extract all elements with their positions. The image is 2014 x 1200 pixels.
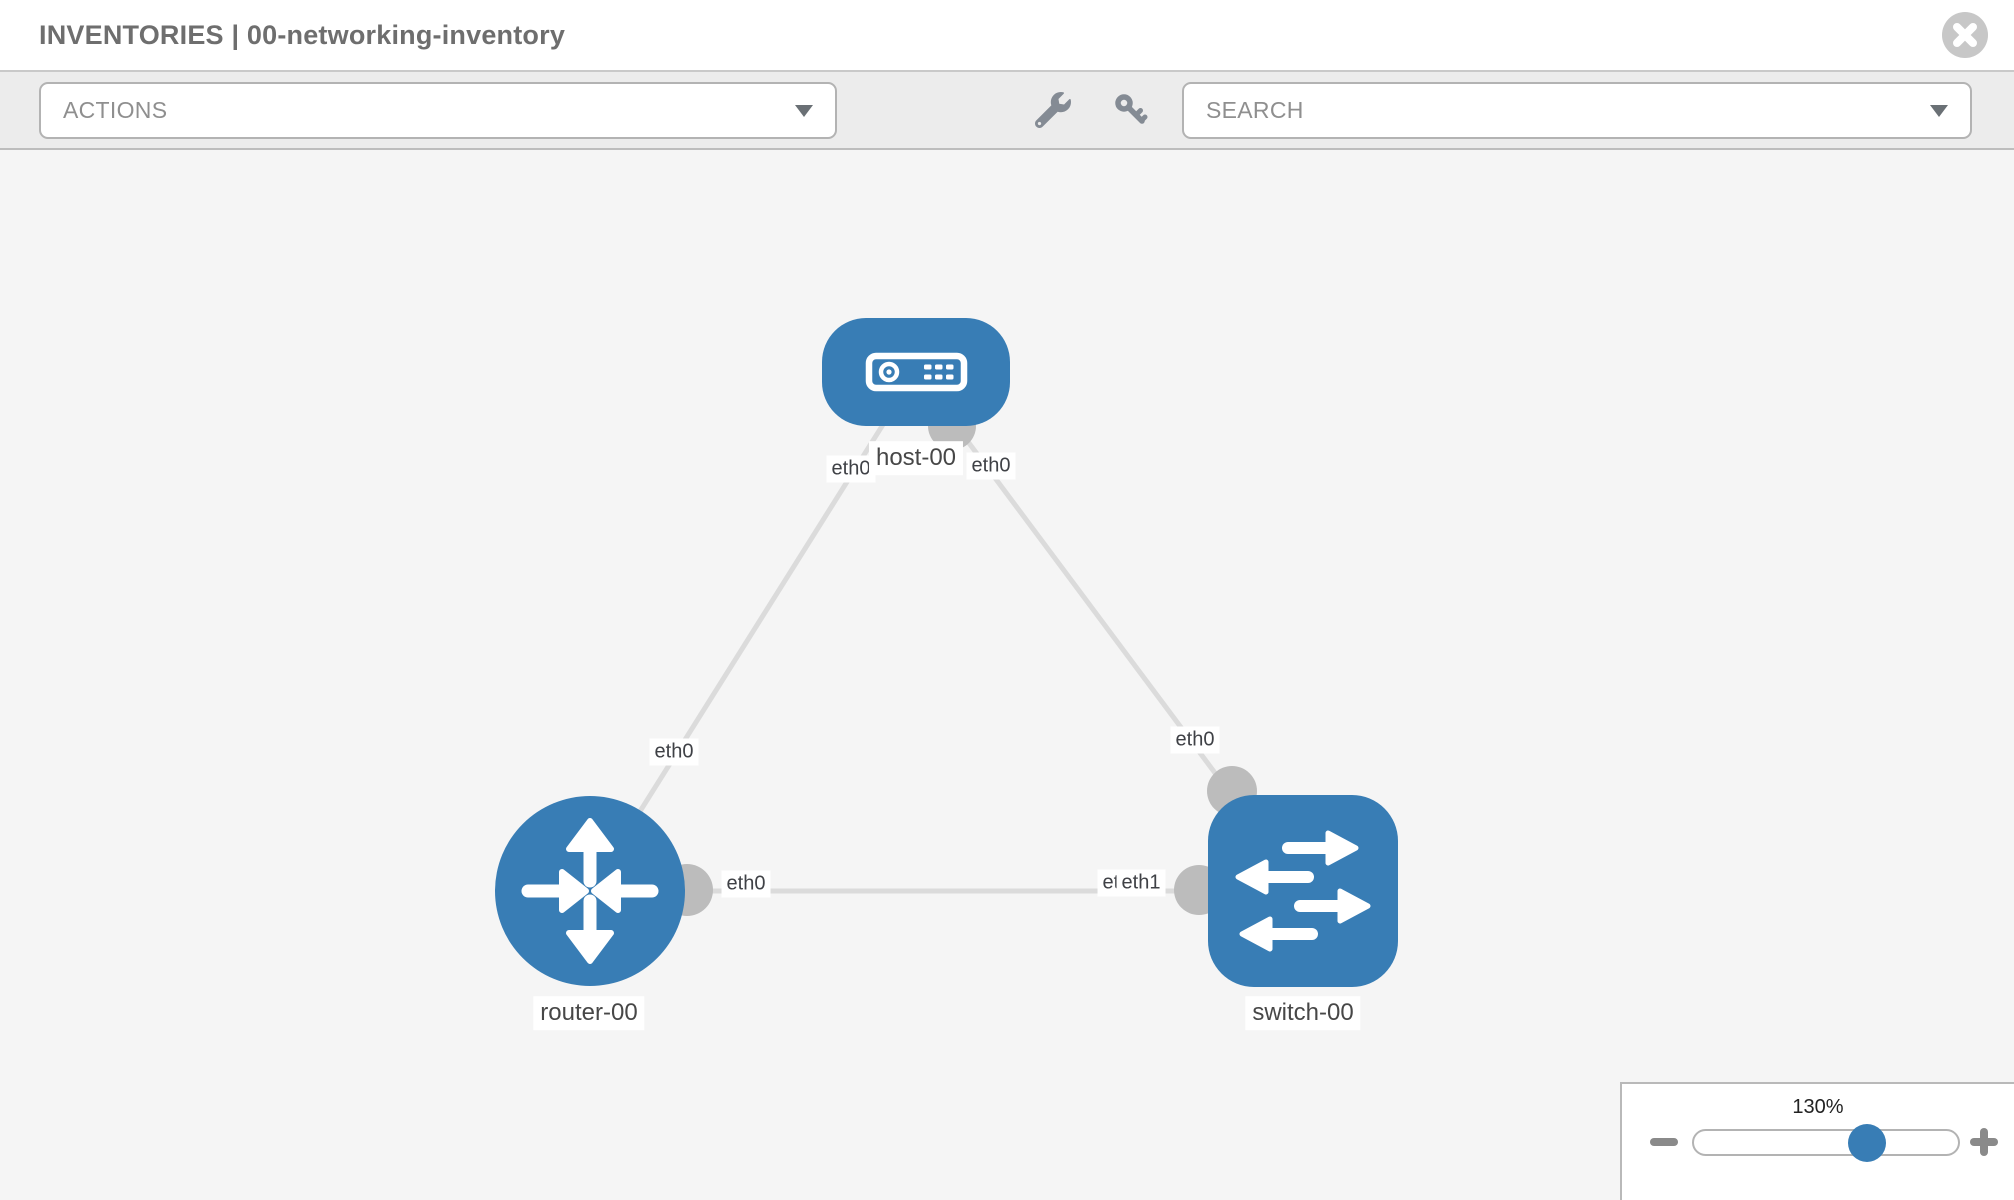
router-icon [521,818,659,964]
interface-label: eth0 [1170,726,1220,754]
actions-dropdown[interactable]: ACTIONS [39,81,837,139]
chevron-down-icon [1930,105,1948,117]
plus-icon [1980,1128,1988,1156]
configure-button[interactable] [1033,90,1073,130]
actions-dropdown-label: ACTIONS [63,96,168,123]
zoom-slider[interactable] [1692,1124,1960,1162]
node-label-switch: switch-00 [1245,996,1361,1030]
key-icon [1115,94,1148,124]
header: INVENTORIES | 00-networking-inventory [0,0,2014,72]
node-label-router: router-00 [533,996,645,1030]
toolbar: ACTIONS SEARCH [0,72,2014,150]
zoom-level: 130% [1792,1096,1844,1118]
zoom-out-button[interactable] [1650,1138,1678,1146]
interface-label: eth0 [826,455,876,483]
zoom-in-button[interactable] [1970,1128,1998,1156]
zoom-panel: 130% [1620,1082,2014,1200]
switch-icon [1235,830,1371,952]
search-placeholder: SEARCH [1206,96,1304,123]
close-button[interactable] [1942,12,1988,58]
node-router[interactable] [495,796,685,986]
topology-canvas[interactable]: eth0 eth0 eth0 eth0 eth0 eth0 eth1 host-… [0,150,2014,1200]
interface-label: eth1 [1116,869,1166,897]
chevron-down-icon [795,105,813,117]
close-icon [1953,23,1977,47]
credentials-button[interactable] [1111,90,1151,130]
wrench-icon [1035,92,1071,128]
node-label-host: host-00 [868,441,964,475]
host-icon [865,352,968,392]
zoom-slider-thumb[interactable] [1848,1124,1886,1162]
search-dropdown[interactable]: SEARCH [1182,81,1972,139]
node-host[interactable] [822,318,1010,426]
interface-label: eth0 [966,452,1016,480]
node-switch[interactable] [1208,795,1398,987]
interface-label: eth0 [649,738,699,766]
toolbar-icon-group [1033,90,1151,130]
page-title: INVENTORIES | 00-networking-inventory [39,20,566,50]
interface-label: eth0 [721,870,771,898]
